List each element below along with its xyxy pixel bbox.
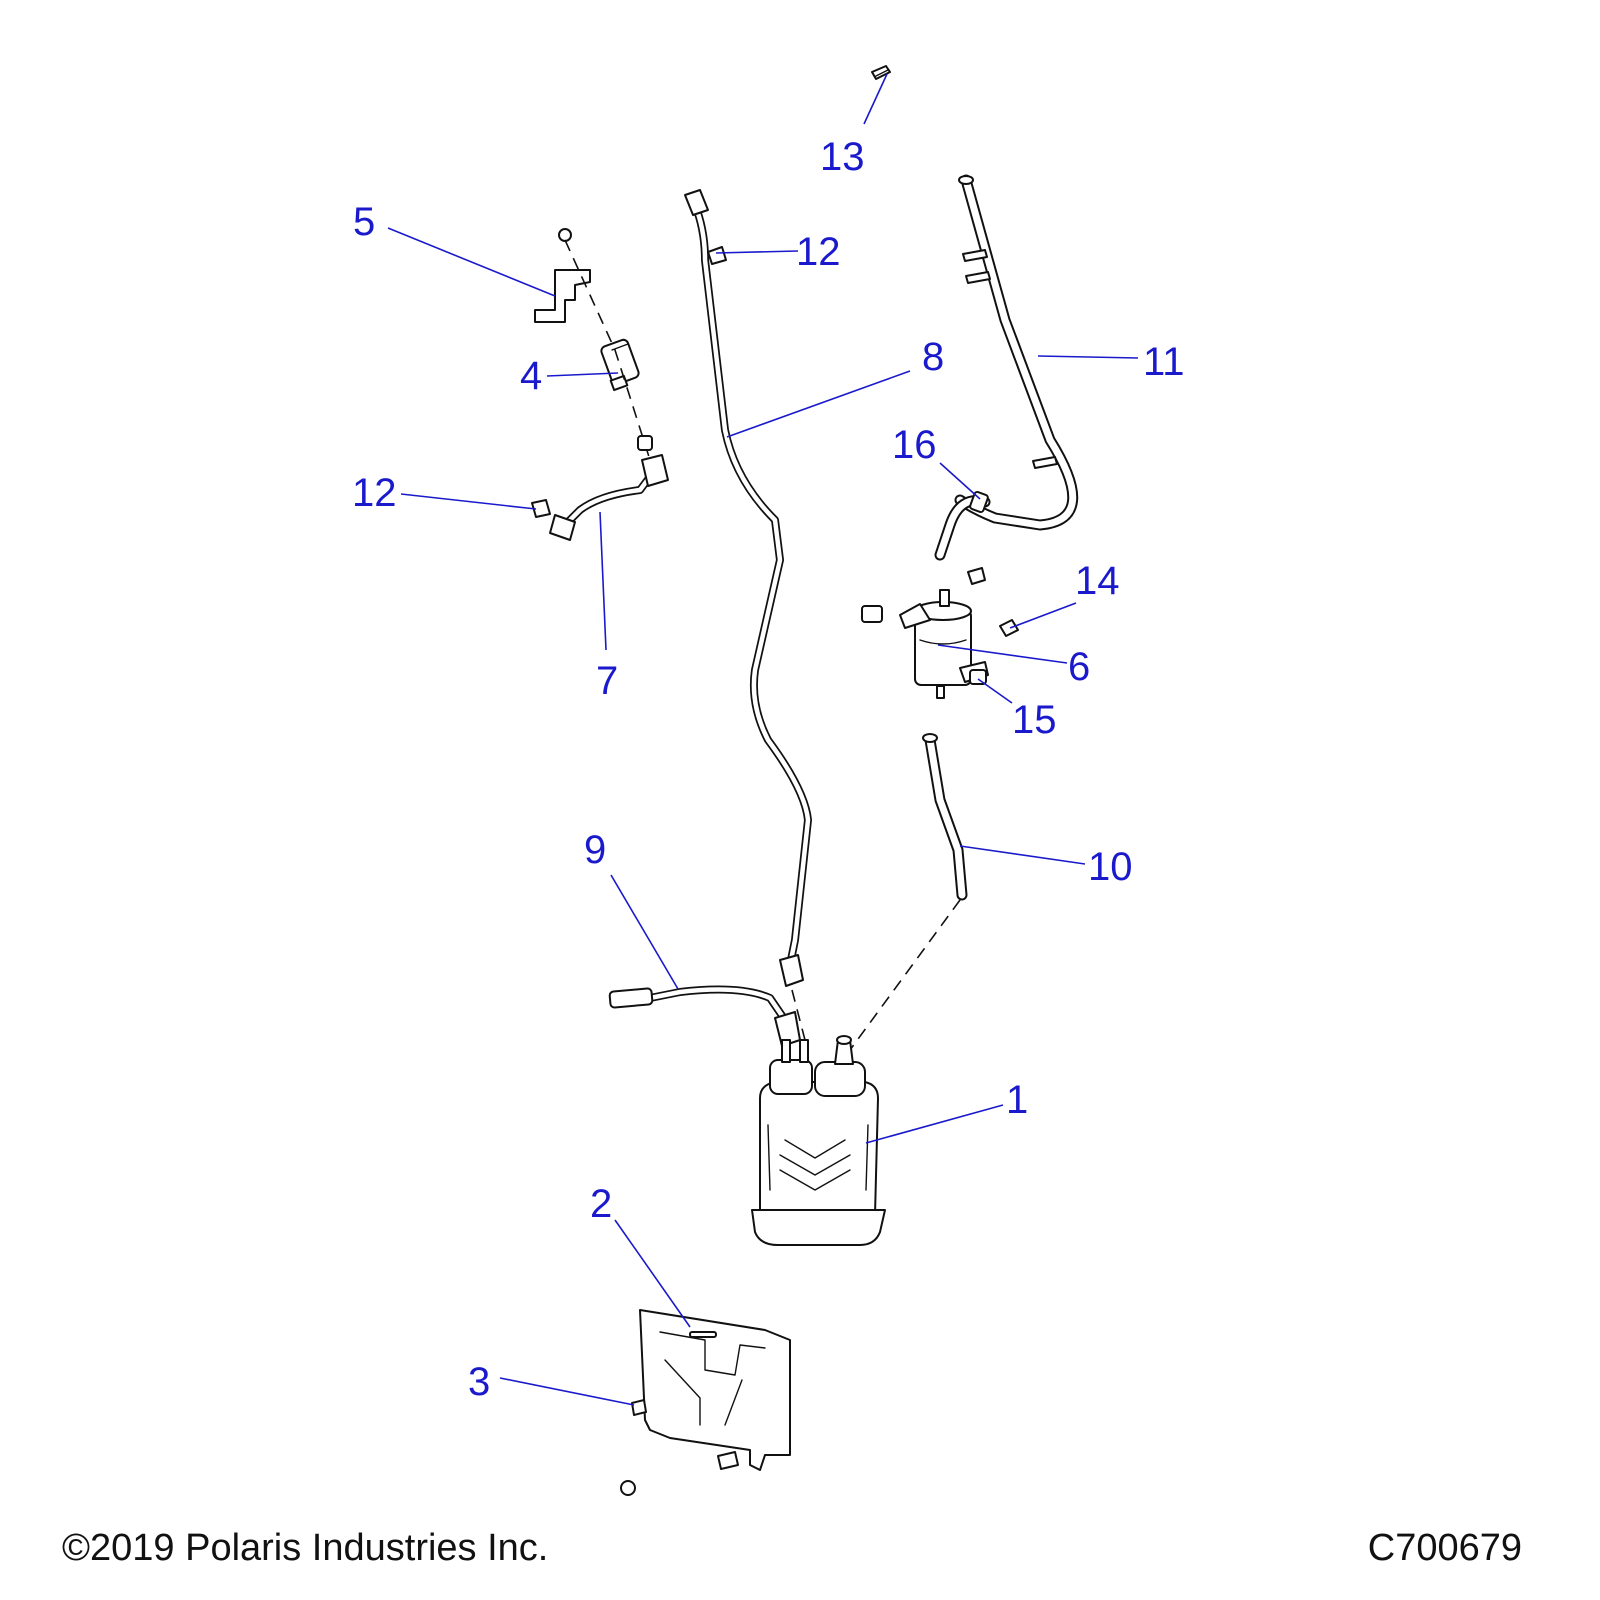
part-12-clip-upper: [707, 246, 727, 265]
leader-12b: [400, 493, 537, 510]
part-5-bracket: [534, 228, 591, 323]
part-11-vent-hose: [954, 174, 1079, 531]
part-9-vent-line: [608, 985, 801, 1047]
leader-6: [937, 644, 1068, 664]
part-15-nut: [969, 669, 987, 685]
callout-11: 11: [1143, 340, 1185, 384]
part-16-hose-clamp: [934, 490, 991, 561]
callout-3: 3: [468, 1360, 490, 1404]
assembly-line-5-4-7: [564, 239, 651, 461]
callout-14: 14: [1075, 559, 1120, 603]
part-14-fastener-upper: [967, 567, 986, 585]
leader-5: [387, 227, 556, 297]
leader-9: [610, 874, 679, 990]
leader-4: [546, 372, 619, 377]
part-1-canister: [751, 1035, 886, 1246]
callout-1: 1: [1006, 1078, 1028, 1122]
part-3-screw: [631, 1399, 647, 1416]
leader-3: [499, 1377, 635, 1406]
callout-9: 9: [584, 828, 606, 872]
leader-13: [863, 73, 888, 125]
callout-2: 2: [590, 1182, 612, 1226]
assembly-line-8-1: [791, 989, 806, 1041]
leader-16: [939, 462, 981, 500]
callout-13: 13: [820, 135, 865, 179]
leader-8: [726, 370, 911, 438]
copyright-notice: ©2019 Polaris Industries Inc.: [62, 1527, 549, 1569]
bracket-nut: [620, 1480, 636, 1496]
leader-15: [977, 678, 1013, 704]
leader-7: [599, 511, 607, 651]
bracket-bolt: [717, 1451, 739, 1470]
callout-12-top: 12: [796, 230, 841, 274]
part-8-vapor-line: [684, 189, 812, 987]
leader-2: [614, 1219, 691, 1328]
part-6-bracket-nut: [861, 605, 883, 623]
drawing-number: C700679: [1367, 1527, 1522, 1569]
assembly-line-10-1: [849, 899, 961, 1051]
callout-10: 10: [1088, 845, 1133, 889]
callout-4: 4: [520, 354, 542, 398]
leader-11: [1037, 355, 1139, 359]
callout-16: 16: [892, 423, 937, 467]
callout-12-left: 12: [352, 471, 397, 515]
part-12-clip-lower: [531, 499, 551, 518]
hose-clip-pins: [962, 249, 1058, 469]
leader-14: [1009, 602, 1077, 629]
leader-10: [959, 845, 1086, 865]
part-10-hose: [922, 733, 968, 901]
leader-12a: [715, 250, 799, 254]
callout-7: 7: [596, 659, 618, 703]
part-2-mount-bracket: [639, 1309, 791, 1471]
callout-15: 15: [1012, 698, 1057, 742]
callout-5: 5: [353, 200, 375, 244]
part-13-screw: [871, 65, 891, 80]
part-7-hose: [549, 435, 669, 541]
callout-6: 6: [1068, 645, 1090, 689]
part-14-fastener: [999, 619, 1019, 637]
part-4-check-valve: [600, 338, 640, 392]
callout-8: 8: [922, 335, 944, 379]
leader-1: [865, 1104, 1004, 1144]
